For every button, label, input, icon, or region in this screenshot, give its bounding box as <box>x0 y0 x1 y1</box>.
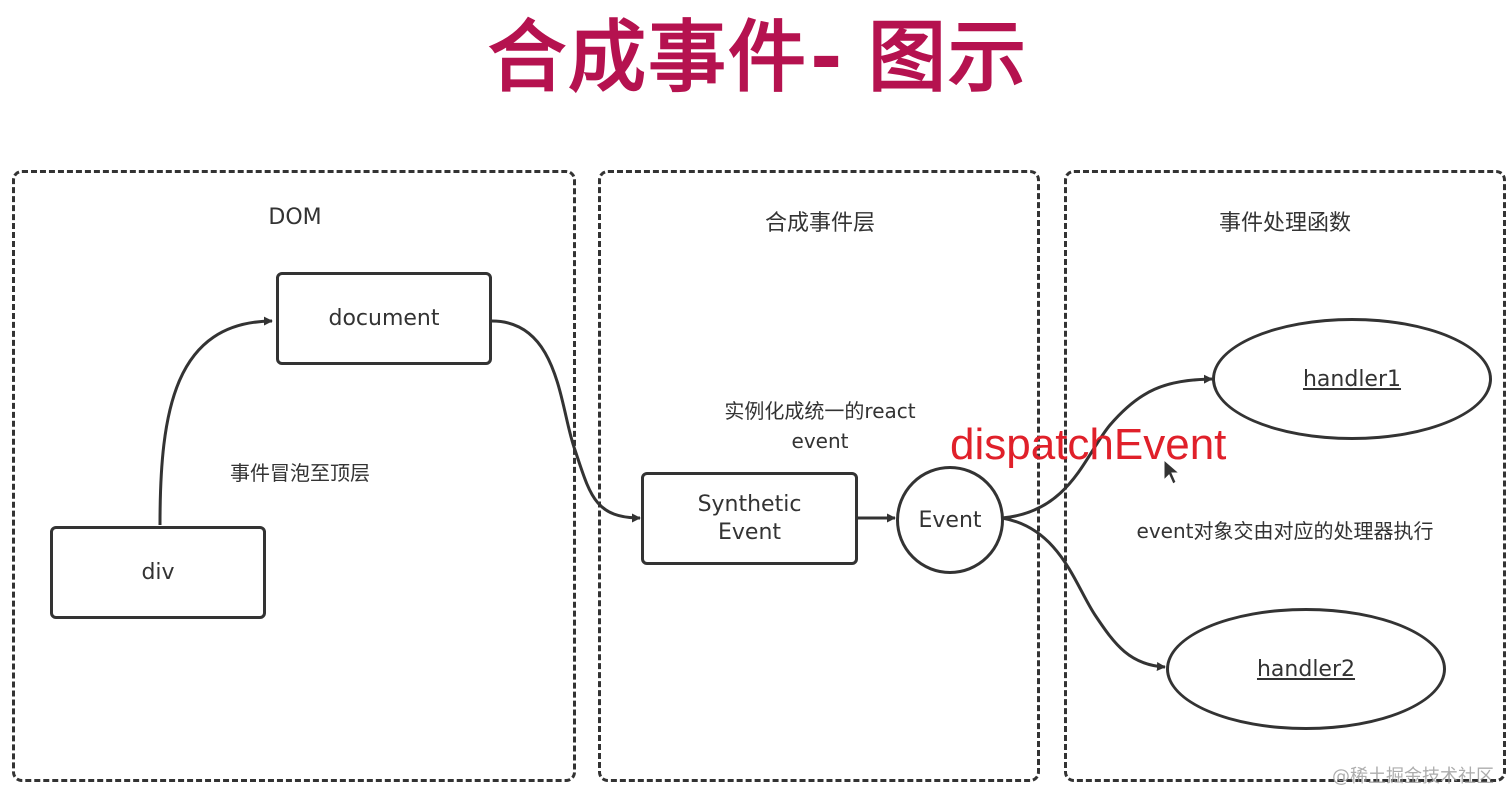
instantiate-note: 实例化成统一的react event <box>690 396 950 456</box>
handler2-node: handler2 <box>1166 608 1446 730</box>
instantiate-note-line2: event <box>791 429 849 453</box>
div-node: div <box>50 526 266 619</box>
dom-panel-title: DOM <box>268 205 322 230</box>
handler2-label: handler2 <box>1256 656 1356 682</box>
document-node: document <box>276 272 492 365</box>
handler1-label: handler1 <box>1302 366 1402 392</box>
title-sub: 图示 <box>868 13 1029 103</box>
watermark: @稀土掘金技术社区 <box>1332 766 1494 787</box>
execute-note: event对象交由对应的处理器执行 <box>1136 519 1434 543</box>
bubble-note: 事件冒泡至顶层 <box>230 461 370 485</box>
title-main: 合成事件 <box>488 13 809 103</box>
title-dash: - <box>810 13 845 103</box>
synthetic-event-line2: Event <box>717 519 782 545</box>
handlers-panel-title: 事件处理函数 <box>1218 211 1351 236</box>
event-node: Event <box>896 466 1004 574</box>
dispatch-event-label: dispatchEvent <box>950 420 1227 469</box>
synthetic-event-node: Synthetic Event <box>641 472 858 565</box>
instantiate-note-line1: 实例化成统一的react <box>724 399 916 423</box>
handler1-node: handler1 <box>1212 318 1492 440</box>
synthetic-event-line1: Synthetic <box>697 491 802 517</box>
synthetic-layer-panel-title: 合成事件层 <box>764 211 875 236</box>
